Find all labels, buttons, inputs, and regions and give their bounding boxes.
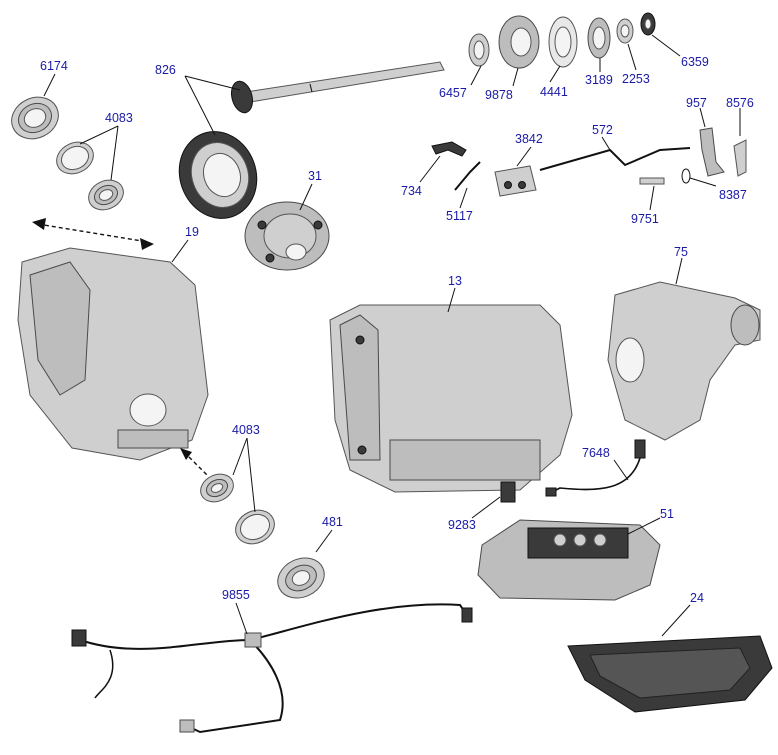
bearing-6174 xyxy=(11,96,59,140)
callout-481: 481 xyxy=(322,515,343,529)
callout-6359: 6359 xyxy=(681,55,709,69)
callout-51: 51 xyxy=(660,507,674,521)
callout-3189: 3189 xyxy=(585,73,613,87)
callout-13: 13 xyxy=(448,274,462,288)
bearing-4083-upper xyxy=(88,179,124,211)
callout-6457: 6457 xyxy=(439,86,467,100)
leader-lines xyxy=(43,34,741,637)
spacer-2253 xyxy=(616,18,634,44)
callout-7648: 7648 xyxy=(582,446,610,460)
callout-2253: 2253 xyxy=(622,72,650,86)
callout-3842: 3842 xyxy=(515,132,543,146)
callout-826: 826 xyxy=(155,63,176,77)
nut-6359 xyxy=(640,12,656,36)
callout-19: 19 xyxy=(185,225,199,239)
callout-4441: 4441 xyxy=(540,85,568,99)
callout-9751: 9751 xyxy=(631,212,659,226)
callout-734: 734 xyxy=(401,184,422,198)
transmission-case-13 xyxy=(329,304,573,493)
callout-8576: 8576 xyxy=(726,96,754,110)
wiring-harness-9855 xyxy=(71,603,473,734)
differential-31 xyxy=(244,201,330,271)
lever-734 xyxy=(431,141,467,157)
callout-9855: 9855 xyxy=(222,588,250,602)
bearing-3189 xyxy=(587,17,611,59)
flange-9878 xyxy=(498,15,540,69)
callout-24: 24 xyxy=(690,591,704,605)
callout-4083-upper: 4083 xyxy=(105,111,133,125)
callout-8387: 8387 xyxy=(719,188,747,202)
callout-9283: 9283 xyxy=(448,518,476,532)
callout-75: 75 xyxy=(674,245,688,259)
callout-6174: 6174 xyxy=(40,59,68,73)
extension-housing-75 xyxy=(607,281,761,441)
pinion-shaft-826 xyxy=(230,61,445,114)
callout-9878: 9878 xyxy=(485,88,513,102)
gasket-4441 xyxy=(548,16,578,68)
detent-spring-8576 xyxy=(733,139,747,177)
race-4083-lower xyxy=(235,509,275,545)
callouts: 6174 4083 826 31 19 13 4083 481 9855 645… xyxy=(40,55,754,605)
dashed-arrows xyxy=(32,218,209,477)
seal-6457 xyxy=(468,33,490,67)
callout-31: 31 xyxy=(308,169,322,183)
race-4083-upper xyxy=(56,141,94,175)
front-case-19 xyxy=(17,247,209,461)
callout-957: 957 xyxy=(686,96,707,110)
sensor-7648 xyxy=(545,439,646,497)
valve-body-51 xyxy=(477,519,661,601)
detent-lever-957 xyxy=(699,127,725,177)
callout-4083-lower: 4083 xyxy=(232,423,260,437)
callout-5117: 5117 xyxy=(446,209,473,223)
rod-572 xyxy=(539,147,691,171)
oil-pan-24 xyxy=(567,635,773,713)
ring-gear-826 xyxy=(178,131,258,219)
sensor-9283 xyxy=(500,481,516,503)
spring-5117 xyxy=(454,161,481,191)
pin-9751 xyxy=(639,177,665,185)
bearing-481 xyxy=(277,557,325,599)
bracket-3842 xyxy=(494,165,537,197)
bearing-4083-lower xyxy=(200,473,234,503)
clip-8387 xyxy=(681,168,691,184)
callout-572: 572 xyxy=(592,123,613,137)
